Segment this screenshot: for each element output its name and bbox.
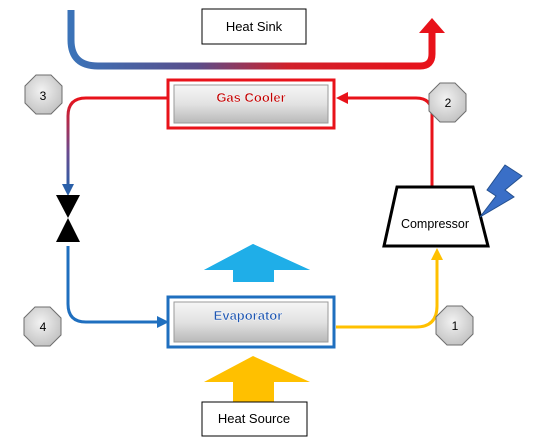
arrow-to-compressor-icon (431, 248, 443, 260)
heat-sink-label: Heat Sink (226, 19, 283, 34)
gas-cooler-box: Gas Cooler (166, 78, 336, 130)
heat-source-label: Heat Source (218, 411, 290, 426)
evaporator-box: Evaporator (166, 295, 336, 349)
lightning-bolt-icon (479, 164, 523, 218)
heat-sink-box: Heat Sink (201, 8, 307, 45)
state-marker-4: 4 (23, 306, 62, 347)
gas-cooler-label: Gas Cooler (216, 90, 285, 105)
evaporator-label: Evaporator (214, 308, 283, 323)
arrow-to-evaporator-icon (157, 316, 169, 328)
heat-sink-flow (67, 10, 445, 70)
expansion-valve-icon (56, 195, 80, 242)
refrigerant-loop (62, 92, 443, 329)
state-label-2: 2 (445, 96, 452, 110)
arrow-to-gas-cooler-icon (336, 92, 348, 104)
heat-sink-arrowhead-icon (419, 18, 445, 33)
state-label-3: 3 (40, 89, 47, 103)
heat-source-arrow-icon (204, 356, 310, 403)
state-marker-2: 2 (428, 82, 467, 123)
compressor-label: Compressor (401, 217, 469, 231)
state-label-1: 1 (452, 319, 459, 333)
state-marker-1: 1 (435, 305, 474, 346)
state-label-4: 4 (40, 320, 47, 334)
heat-source-box: Heat Source (201, 401, 308, 437)
arrow-to-valve-icon (62, 184, 74, 196)
compressor: Compressor (382, 185, 490, 248)
state-marker-3: 3 (24, 74, 63, 115)
